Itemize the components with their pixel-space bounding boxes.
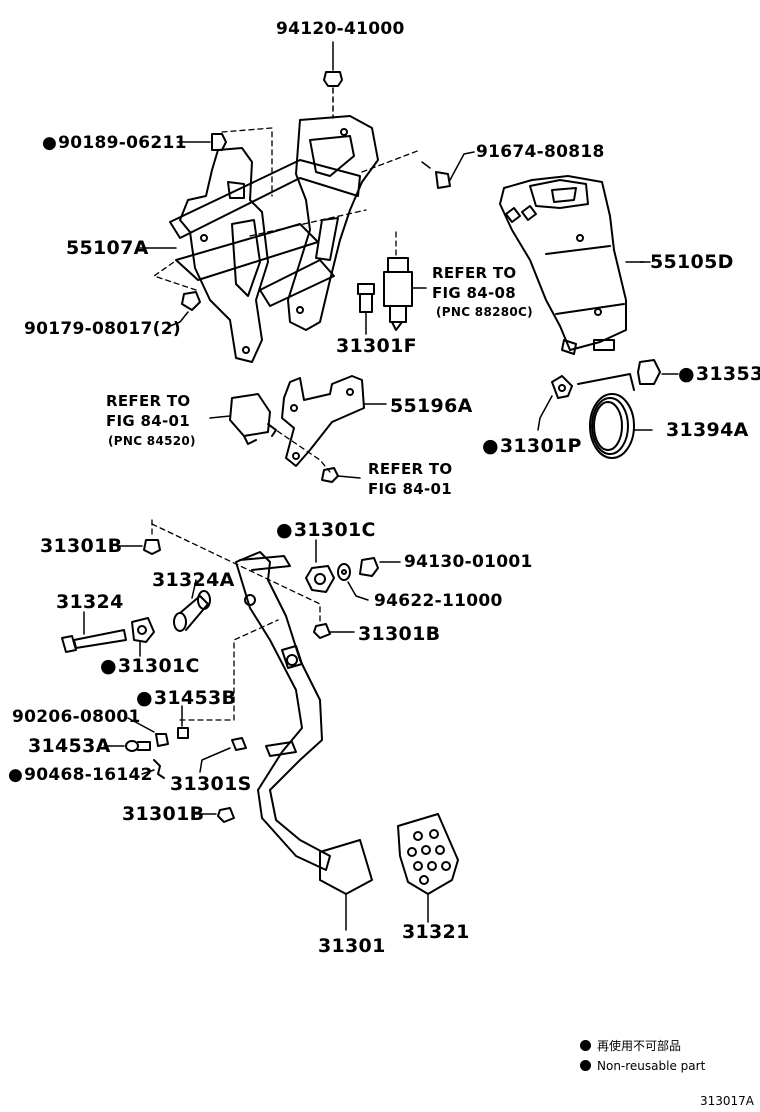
label-31301B-mid: 31301B bbox=[358, 623, 441, 645]
figure-code: 313017A bbox=[699, 1094, 754, 1108]
legend-bullet-icon bbox=[580, 1060, 591, 1071]
label-31301P: 31301P bbox=[482, 436, 582, 456]
washer-94622-drawing bbox=[337, 563, 369, 601]
pedal-bracket-drawing bbox=[153, 115, 421, 363]
refer-84-08-line1: REFER TO bbox=[432, 264, 517, 282]
refer-84-01-pnc: (PNC 84520) bbox=[108, 434, 196, 448]
label-31453A: 31453A bbox=[28, 735, 111, 757]
bushing-31301C-top-drawing bbox=[305, 539, 335, 593]
clip-31301B-mid-drawing bbox=[313, 623, 355, 639]
brake-pedal-31301-drawing bbox=[235, 551, 373, 931]
legend-jp-text: 再使用不可部品 bbox=[597, 1039, 682, 1053]
leader-lines bbox=[139, 247, 651, 335]
pedal-pad-31321-drawing bbox=[397, 813, 459, 923]
label-31301F: 31301F bbox=[336, 335, 417, 357]
refer-84-01-line1: REFER TO bbox=[106, 392, 191, 410]
refer-84-01b-line1: REFER TO bbox=[368, 460, 453, 478]
bolt-31324-drawing bbox=[61, 611, 127, 653]
label-91674: 91674-80818 bbox=[476, 142, 605, 162]
clip-31301B-top-drawing bbox=[117, 539, 161, 555]
legend-en: Non-reusable part bbox=[580, 1058, 705, 1074]
bolt-31301F-drawing bbox=[357, 283, 375, 329]
nut-94120-drawing bbox=[323, 41, 343, 119]
label-31353: 31353 bbox=[678, 364, 760, 384]
label-31453B: 31453B bbox=[136, 688, 236, 708]
legend-jp: 再使用不可部品 bbox=[580, 1038, 681, 1054]
label-94130: 94130-01001 bbox=[404, 552, 533, 572]
stop-switch-drawing bbox=[383, 231, 427, 331]
label-90468: 90468-16142 bbox=[8, 766, 153, 784]
sensor-connector-drawing bbox=[209, 393, 331, 473]
cushion-31453B-drawing bbox=[177, 705, 189, 739]
label-90179: 90179-08017(2) bbox=[24, 319, 181, 339]
label-31301B-bot: 31301B bbox=[122, 803, 205, 825]
pedal-cover-55105D-drawing bbox=[499, 175, 645, 355]
clip-31353-drawing bbox=[637, 359, 679, 385]
clip-31301B-bot-drawing bbox=[195, 807, 235, 823]
legend-en-text: Non-reusable part bbox=[597, 1059, 706, 1073]
clip-31301S-drawing bbox=[199, 737, 247, 773]
label-55107A: 55107A bbox=[66, 237, 149, 259]
label-31324A: 31324A bbox=[152, 569, 235, 591]
cushion-31453A-drawing bbox=[103, 740, 151, 752]
refer-84-01b-line2: FIG 84-01 bbox=[368, 480, 453, 498]
label-31301S: 31301S bbox=[170, 773, 252, 795]
label-55105D: 55105D bbox=[650, 251, 734, 273]
label-31301C-top: 31301C bbox=[276, 520, 376, 540]
collar-31324A-drawing bbox=[173, 579, 211, 632]
label-90206: 90206-08001 bbox=[12, 707, 141, 727]
refer-84-08-line2: FIG 84-08 bbox=[432, 284, 517, 302]
nut-90206-drawing bbox=[127, 717, 169, 747]
label-31324: 31324 bbox=[56, 591, 124, 613]
nut-94130-drawing bbox=[359, 557, 401, 577]
clip-31301P-drawing bbox=[537, 375, 573, 431]
label-31301C-left: 31301C bbox=[100, 656, 200, 676]
label-31301B-top: 31301B bbox=[40, 535, 123, 557]
label-31301: 31301 bbox=[318, 935, 386, 957]
legend-bullet-icon bbox=[580, 1040, 591, 1051]
label-94120: 94120-41000 bbox=[276, 19, 405, 39]
label-31394A: 31394A bbox=[666, 419, 749, 441]
nut-90179-drawing bbox=[169, 291, 201, 327]
refer-84-01-line2: FIG 84-01 bbox=[106, 412, 191, 430]
nut-ref-drawing bbox=[321, 467, 361, 483]
label-55196A: 55196A bbox=[390, 395, 473, 417]
bolt-91674-drawing bbox=[421, 151, 475, 189]
label-90189: 90189-06211 bbox=[42, 134, 187, 152]
spring-31394A-drawing bbox=[577, 373, 653, 459]
bracket-55196A-drawing bbox=[281, 375, 387, 467]
label-94622: 94622-11000 bbox=[374, 591, 503, 611]
refer-84-08-pnc: (PNC 88280C) bbox=[436, 305, 533, 319]
dashed-lines-lower bbox=[151, 519, 321, 721]
label-31321: 31321 bbox=[402, 921, 470, 943]
bushing-31301C-left-drawing bbox=[131, 617, 155, 657]
